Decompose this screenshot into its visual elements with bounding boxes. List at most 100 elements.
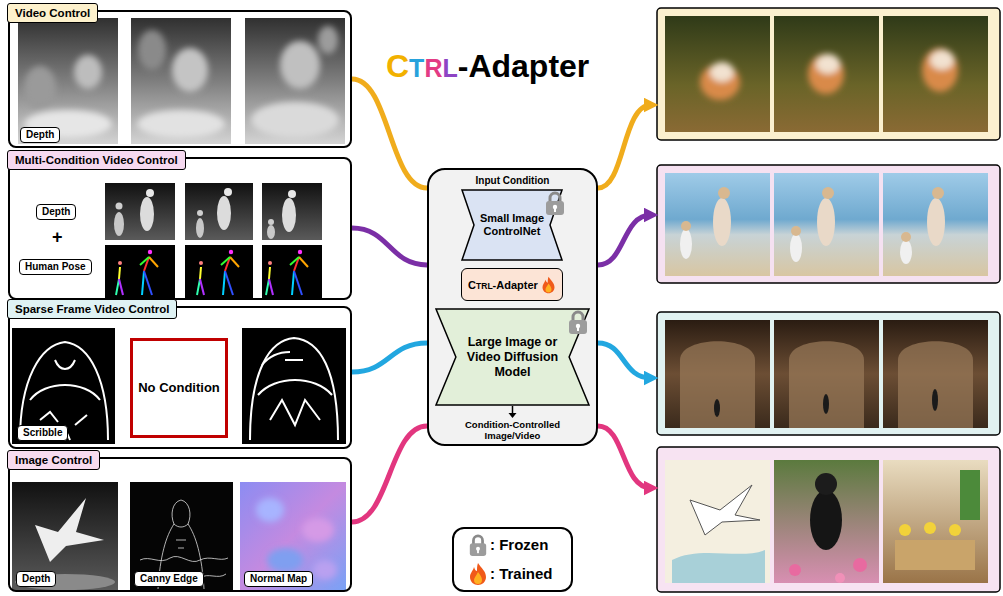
scribble-frames (75, 415, 87, 425)
model-block: Small Image ControlNet (462, 190, 562, 260)
depth-frames (318, 26, 338, 54)
output-panels (816, 54, 840, 74)
condition-tag: Scribble (17, 425, 68, 441)
condition-tag: Depth (20, 127, 60, 143)
scribble-frames (40, 412, 58, 422)
output-panels (930, 50, 954, 70)
output-panels (949, 524, 961, 536)
letter: - (458, 48, 469, 84)
output-panels (672, 550, 765, 583)
diagram-title: CTRL-Adapter (386, 50, 589, 82)
output-panels (823, 394, 829, 414)
output-panels (657, 447, 1000, 592)
letter: d (504, 279, 511, 291)
legend-icon (470, 536, 486, 556)
depth-frames (24, 26, 339, 138)
letter: d (492, 48, 512, 84)
letter: A (496, 279, 504, 291)
output-panels (924, 522, 936, 534)
panel-heading: Multi-Condition Video Control (7, 150, 186, 170)
condition-label: Depth (42, 206, 70, 218)
panel-heading: Video Control (7, 3, 98, 23)
panel-box: Image ControlDepthCanny EdgeNormal Map (8, 457, 352, 592)
output-panels (665, 320, 770, 428)
scribble-frames (12, 328, 115, 444)
depth-pose-frames (217, 196, 231, 230)
output-panels (901, 232, 911, 242)
condition-label: Canny Edge (140, 573, 198, 585)
output-panels (681, 221, 691, 231)
letter: r (577, 48, 589, 84)
output-panels (774, 173, 879, 276)
connector (352, 343, 427, 372)
depth-frames (138, 30, 166, 70)
depth-frames (251, 102, 339, 138)
image-condition-frames (140, 556, 228, 561)
image-condition-frames (12, 482, 118, 590)
panel-heading: Image Control (7, 450, 100, 470)
output-panels (927, 198, 945, 246)
depth-pose-frames (268, 219, 274, 225)
legend-box: : Frozen : Trained (452, 527, 573, 592)
image-condition-frames (15, 574, 115, 590)
output-panels (718, 187, 730, 199)
depth-pose-frames (282, 198, 296, 232)
model-label: Large Image or Video Diffusion Model (458, 335, 568, 380)
output-panels (657, 312, 1000, 435)
legend-row: : Frozen (468, 533, 571, 557)
output-panels (714, 399, 720, 417)
flow-arrow-head (509, 413, 517, 418)
legend-text: : Trained (490, 565, 553, 583)
output-panels (774, 16, 879, 132)
output-panels (817, 198, 835, 246)
empty-condition-label: No Condition (138, 380, 220, 396)
letter: p (529, 48, 549, 84)
legend-icon (468, 533, 488, 557)
output-curves (598, 215, 651, 265)
letter: a (511, 279, 517, 291)
condition-tag: Human Pose (19, 259, 92, 275)
output-panels (680, 341, 755, 428)
letter: t (524, 279, 528, 291)
depth-frames (280, 41, 320, 89)
output-panels (900, 240, 912, 264)
image-condition-frames (12, 482, 346, 590)
legend-row: : Trained (468, 562, 571, 586)
depth-frames (74, 55, 102, 89)
depth-pose-frames (262, 245, 322, 299)
letter: e (527, 279, 533, 291)
output-panels (822, 187, 834, 199)
depth-pose-frames (185, 245, 253, 299)
scribble-frames (270, 400, 320, 425)
panel-box: Video ControlDepth (8, 10, 352, 148)
output-panels (853, 558, 867, 572)
letter: A (468, 48, 491, 84)
input-label: Input Condition (429, 175, 596, 187)
connector (352, 79, 427, 188)
trained-flame-icon (541, 276, 556, 294)
depth-pose-frames (266, 250, 308, 295)
letter: L (487, 281, 492, 291)
output-panels (665, 460, 770, 583)
panel-box: Sparse Frame Video ControlScribbleNo Con… (8, 306, 352, 449)
depth-pose-frames (105, 183, 322, 299)
depth-pose-frames (105, 183, 175, 240)
image-condition-frames (256, 498, 337, 580)
model-outline (462, 190, 562, 260)
legend-icon (468, 562, 488, 586)
condition-tag: Normal Map (244, 571, 313, 587)
plus-sign: + (52, 228, 63, 246)
output-panels (665, 173, 770, 276)
output-panels (815, 473, 837, 495)
output-panels (810, 490, 842, 550)
output-label: Condition-Controlled Image/Video (447, 420, 578, 441)
output-panels (665, 16, 770, 132)
output-panels (789, 564, 801, 576)
model-block: Large Image or Video Diffusion Model (436, 309, 589, 405)
output-panels (808, 54, 844, 94)
scribble-frames (55, 360, 75, 369)
output-panels (883, 16, 988, 132)
letter: L (442, 54, 457, 82)
depth-pose-frames (197, 250, 239, 295)
